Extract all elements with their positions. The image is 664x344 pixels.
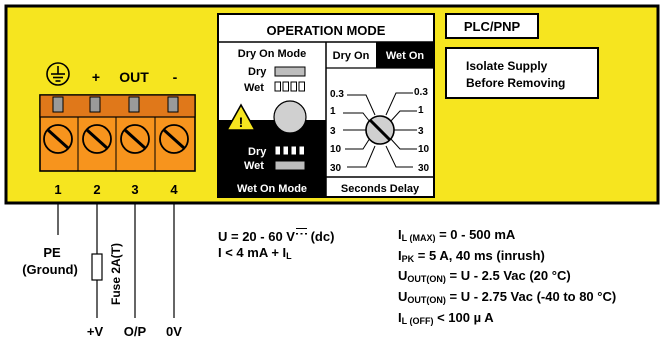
delay-left-3: 3 bbox=[330, 126, 336, 137]
dry-indicator-bottom bbox=[274, 145, 305, 156]
supply-voltage-suffix: (dc) bbox=[306, 229, 335, 244]
terminal-label-plus: + bbox=[92, 69, 100, 85]
terminal-label-out: OUT bbox=[119, 69, 149, 85]
quiescent-current-spec: I < 4 mA + IL bbox=[218, 245, 292, 262]
seconds-delay-label: Seconds Delay bbox=[341, 183, 420, 195]
uout-range-sub: OUT(ON) bbox=[407, 295, 446, 305]
terminal-number-1: 1 bbox=[54, 182, 61, 197]
uout-range-spec: UOUT(ON) = U - 2.75 Vac (-40 to 80 °C) bbox=[398, 289, 616, 306]
terminal-label-minus: - bbox=[173, 69, 178, 85]
screw-4 bbox=[159, 124, 189, 154]
delay-scale-right bbox=[385, 92, 417, 168]
plc-pnp-box bbox=[445, 13, 539, 39]
delay-left-10: 10 bbox=[330, 144, 342, 155]
delay-right-3: 3 bbox=[418, 126, 424, 137]
delay-left-1: 1 bbox=[330, 106, 336, 117]
dry-label-bottom: Dry bbox=[248, 146, 267, 158]
delay-right-30: 30 bbox=[418, 163, 430, 174]
wet-label-bottom: Wet bbox=[244, 160, 264, 172]
uout-range-value: = U - 2.75 Vac (-40 to 80 °C) bbox=[445, 289, 617, 304]
delay-left-0-3: 0.3 bbox=[330, 89, 344, 100]
il-off-sub: L (OFF) bbox=[401, 316, 434, 326]
quiescent-current-sub: L bbox=[286, 251, 292, 261]
mode-led bbox=[273, 100, 307, 134]
terminal-block bbox=[39, 94, 196, 172]
terminal-number-2: 2 bbox=[93, 182, 100, 197]
delay-left-30: 30 bbox=[330, 163, 342, 174]
uout-20c-sub: OUT(ON) bbox=[407, 274, 446, 284]
il-off-value: < 100 µ A bbox=[433, 310, 494, 325]
operation-mode-panel: OPERATION MODE Dry On Mode Dry Wet Dry W… bbox=[217, 13, 435, 198]
isolate-warning-line2: Before Removing bbox=[466, 76, 565, 90]
il-off-spec: IL (OFF) < 100 µ A bbox=[398, 310, 494, 327]
screw-1 bbox=[43, 124, 73, 154]
uout-range-symbol: U bbox=[398, 289, 408, 304]
zero-v-label: 0V bbox=[166, 324, 182, 339]
terminal-number-4: 4 bbox=[170, 182, 178, 197]
wet-on-column-label: Wet On bbox=[386, 50, 425, 62]
plus-v-label: +V bbox=[87, 324, 104, 339]
il-max-sub: L (MAX) bbox=[401, 233, 436, 243]
delay-adjust-knob[interactable] bbox=[365, 115, 395, 145]
dry-on-column-label: Dry On bbox=[333, 50, 370, 62]
terminal-number-3: 3 bbox=[131, 182, 138, 197]
supply-voltage-text: U = 20 - 60 V bbox=[218, 229, 295, 244]
ground-label: (Ground) bbox=[22, 262, 78, 277]
dry-label-top: Dry bbox=[248, 66, 267, 78]
wet-indicator-top bbox=[274, 81, 305, 92]
delay-right-1: 1 bbox=[418, 105, 424, 116]
fuse-symbol bbox=[91, 253, 103, 281]
wet-on-mode-label: Wet On Mode bbox=[237, 183, 307, 195]
dry-indicator-top bbox=[274, 66, 306, 77]
ground-icon bbox=[46, 62, 70, 86]
ipk-value: = 5 A, 40 ms (inrush) bbox=[414, 248, 545, 263]
ipk-symbol: I bbox=[398, 248, 402, 263]
ipk-spec: IPK = 5 A, 40 ms (inrush) bbox=[398, 248, 545, 265]
wet-label-top: Wet bbox=[244, 82, 264, 94]
wiring-lines bbox=[57, 203, 175, 318]
pe-label: PE bbox=[43, 245, 61, 260]
quiescent-current-text: I < 4 mA + I bbox=[218, 245, 287, 260]
wet-indicator-bottom bbox=[274, 160, 306, 171]
il-max-spec: IL (MAX) = 0 - 500 mA bbox=[398, 227, 515, 244]
dry-on-mode-label: Dry On Mode bbox=[238, 48, 306, 60]
uout-20c-spec: UOUT(ON) = U - 2.5 Vac (20 °C) bbox=[398, 268, 571, 285]
il-max-value: = 0 - 500 mA bbox=[435, 227, 516, 242]
plc-pnp-label: PLC/PNP bbox=[464, 19, 521, 34]
isolate-warning-box bbox=[445, 47, 599, 99]
screw-3 bbox=[120, 124, 150, 154]
warning-icon: ! bbox=[225, 103, 257, 131]
delay-right-0-3: 0.3 bbox=[414, 87, 428, 98]
delay-right-10: 10 bbox=[418, 144, 430, 155]
isolate-warning-line1: Isolate Supply bbox=[466, 59, 548, 73]
uout-20c-symbol: U bbox=[398, 268, 408, 283]
dc-symbol-icon bbox=[295, 228, 307, 237]
fuse-label: Fuse 2A(T) bbox=[109, 243, 123, 305]
il-off-symbol: I bbox=[398, 310, 402, 325]
il-max-symbol: I bbox=[398, 227, 402, 242]
delay-scale-left bbox=[343, 94, 376, 168]
operation-mode-title: OPERATION MODE bbox=[267, 23, 386, 38]
op-label: O/P bbox=[124, 324, 147, 339]
ipk-sub: PK bbox=[401, 254, 415, 264]
svg-text:!: ! bbox=[239, 114, 244, 130]
screw-2 bbox=[82, 124, 112, 154]
supply-voltage-spec: U = 20 - 60 V (dc) bbox=[218, 228, 334, 244]
uout-20c-value: = U - 2.5 Vac (20 °C) bbox=[445, 268, 571, 283]
